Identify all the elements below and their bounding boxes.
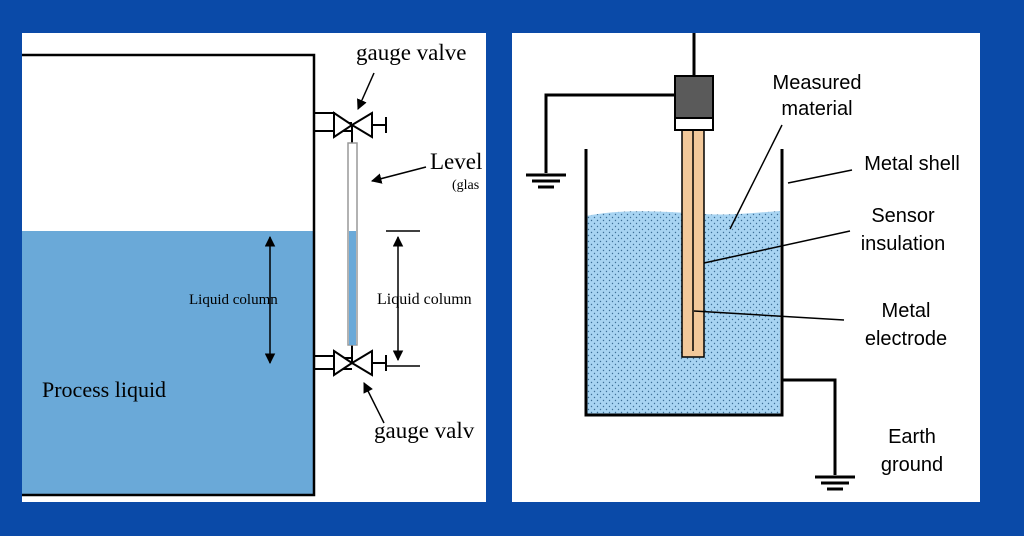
bottom-gauge-valve (333, 345, 387, 377)
sensor-insulation-label-1: Sensor (871, 205, 935, 227)
measured-material-label-2: material (781, 98, 852, 120)
liquid-column-glass-label: Liquid column (377, 291, 472, 308)
earth-ground-label-1: Earth (888, 426, 936, 448)
sensor-head (674, 75, 714, 119)
sensor-head-collar (674, 117, 714, 131)
capacitance-probe-panel: Measured material Metal shell Sensor ins… (512, 33, 980, 502)
metal-electrode-label-1: Metal (882, 300, 931, 322)
right-ground-symbol (815, 475, 855, 491)
level-label: Level (430, 149, 482, 174)
metal-electrode-label-2: electrode (865, 328, 947, 350)
measured-material-label-1: Measured (773, 72, 862, 94)
gauge-valve-top-label: gauge valve (356, 40, 466, 65)
metal-shell-leader (787, 169, 853, 184)
metal-electrode-leader (693, 310, 845, 321)
earth-ground-label-2: ground (881, 454, 943, 476)
measured-material-leader (729, 124, 783, 230)
metal-shell (584, 149, 784, 417)
gauge-valve-bottom-arrow (363, 382, 385, 424)
metal-shell-label: Metal shell (864, 153, 960, 175)
sensor-insulation-leader (703, 230, 851, 264)
tank-wall (22, 53, 316, 497)
shell-ground-wire (782, 378, 837, 475)
top-gauge-valve (333, 111, 387, 143)
sensor-insulation-label-2: insulation (861, 233, 946, 255)
sight-glass-diagram: gauge valve Level (glas Liquid column Li… (22, 40, 482, 497)
sight-glass-liquid (349, 231, 356, 345)
left-ground-symbol (526, 173, 566, 189)
sensor-ground-wire (544, 93, 675, 173)
liquid-column-tank-label: Liquid column (189, 292, 278, 308)
capacitance-probe-diagram: Measured material Metal shell Sensor ins… (526, 33, 960, 491)
sight-glass-panel: gauge valve Level (glas Liquid column Li… (22, 33, 486, 502)
process-liquid-label: Process liquid (42, 377, 166, 402)
gauge-valve-bottom-label: gauge valv (374, 418, 475, 443)
level-glass-arrow (370, 166, 427, 184)
glass-label: (glas (452, 178, 479, 193)
gauge-valve-top-arrow (357, 72, 375, 110)
